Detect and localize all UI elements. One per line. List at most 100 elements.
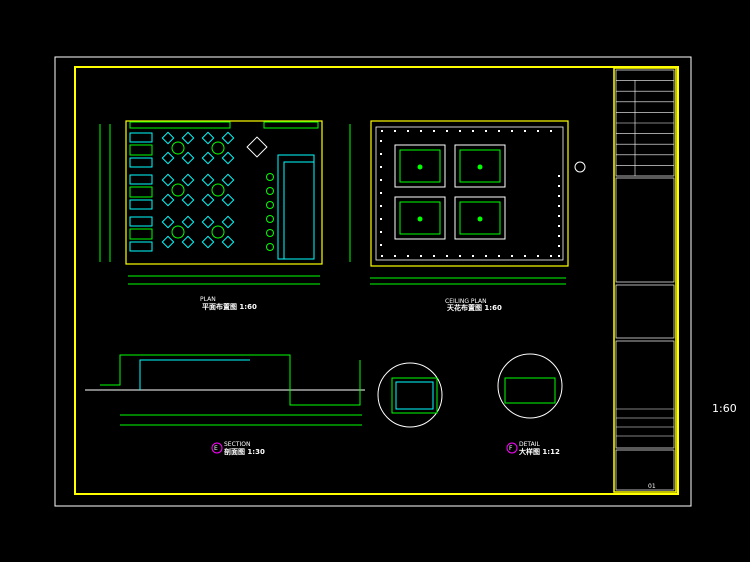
downlight (433, 255, 435, 257)
ceiling-light (417, 216, 423, 222)
round-table (171, 141, 185, 155)
downlight (380, 179, 382, 181)
ceiling-plan (349, 120, 586, 285)
plant (266, 243, 274, 251)
downlight (498, 255, 500, 257)
detail-marker: F (509, 445, 513, 452)
downlight (472, 255, 474, 257)
downlight (380, 218, 382, 220)
downlight (381, 130, 383, 132)
detail-name: DETAIL (519, 441, 540, 448)
booth-table (129, 228, 153, 240)
chair (221, 215, 235, 229)
chair (221, 193, 235, 207)
chair (161, 173, 175, 187)
downlight (485, 130, 487, 132)
plant (266, 201, 274, 209)
section-view (85, 354, 365, 454)
chair (161, 235, 175, 249)
detail-title: 大样图 1:12 (519, 447, 560, 456)
detail-view (377, 353, 563, 454)
ceiling-panel (394, 196, 446, 240)
chair (161, 215, 175, 229)
downlight (537, 130, 539, 132)
downlight (380, 244, 382, 246)
chair (221, 131, 235, 145)
downlight (537, 255, 539, 257)
downlight (558, 195, 560, 197)
downlight (459, 255, 461, 257)
downlight (380, 231, 382, 233)
sheet-border (54, 56, 692, 507)
booth-table (129, 186, 153, 198)
plant (266, 187, 274, 195)
chair (161, 131, 175, 145)
downlight (558, 225, 560, 227)
plant (266, 173, 274, 181)
ceiling-panel-inner (399, 149, 441, 183)
downlight (380, 153, 382, 155)
plant (266, 215, 274, 223)
chair (201, 215, 215, 229)
chair (181, 151, 195, 165)
downlight (558, 215, 560, 217)
downlight (446, 255, 448, 257)
chair (181, 173, 195, 187)
booth-seat (129, 157, 153, 168)
title-block: 01 (613, 67, 677, 493)
chair (201, 151, 215, 165)
downlight (558, 235, 560, 237)
downlight (381, 255, 383, 257)
downlight (420, 130, 422, 132)
chair (201, 235, 215, 249)
section-title: 剖面图 1:30 (224, 447, 265, 456)
ceiling-panel (454, 144, 506, 188)
downlight (420, 255, 422, 257)
chair (181, 131, 195, 145)
round-table (171, 225, 185, 239)
ceiling-panel-inner (399, 201, 441, 235)
booth-seat (129, 174, 153, 185)
chair (221, 235, 235, 249)
downlight (558, 175, 560, 177)
downlight (550, 255, 552, 257)
downlight (550, 130, 552, 132)
round-table (171, 183, 185, 197)
downlight (380, 205, 382, 207)
chair (181, 193, 195, 207)
downlight (407, 130, 409, 132)
ceiling-panel (454, 196, 506, 240)
ceiling-title: 天花布置图 1:60 (447, 303, 502, 312)
chair (221, 151, 235, 165)
downlight (511, 130, 513, 132)
booth-seat (129, 199, 153, 210)
floor-plan (99, 120, 323, 285)
sheet-number: 01 (648, 483, 656, 490)
round-table (211, 141, 225, 155)
downlight (558, 245, 560, 247)
chair (161, 151, 175, 165)
booth-seat (129, 216, 153, 227)
ceiling-name: CEILING PLAN (445, 298, 487, 305)
downlight (394, 255, 396, 257)
downlight (472, 130, 474, 132)
ceiling-light (477, 164, 483, 170)
downlight (485, 255, 487, 257)
downlight (524, 130, 526, 132)
round-table (211, 225, 225, 239)
downlight (433, 130, 435, 132)
downlight (459, 130, 461, 132)
section-name: SECTION (224, 441, 250, 448)
downlight (380, 166, 382, 168)
section-marker: E (214, 445, 218, 452)
downlight (380, 140, 382, 142)
ceiling-light (417, 164, 423, 170)
ceiling-light (477, 216, 483, 222)
downlight (446, 130, 448, 132)
downlight (524, 255, 526, 257)
downlight (558, 255, 560, 257)
chair (221, 173, 235, 187)
ceiling-panel-inner (459, 201, 501, 235)
plan-title: 平面布置图 1:60 (202, 302, 257, 311)
